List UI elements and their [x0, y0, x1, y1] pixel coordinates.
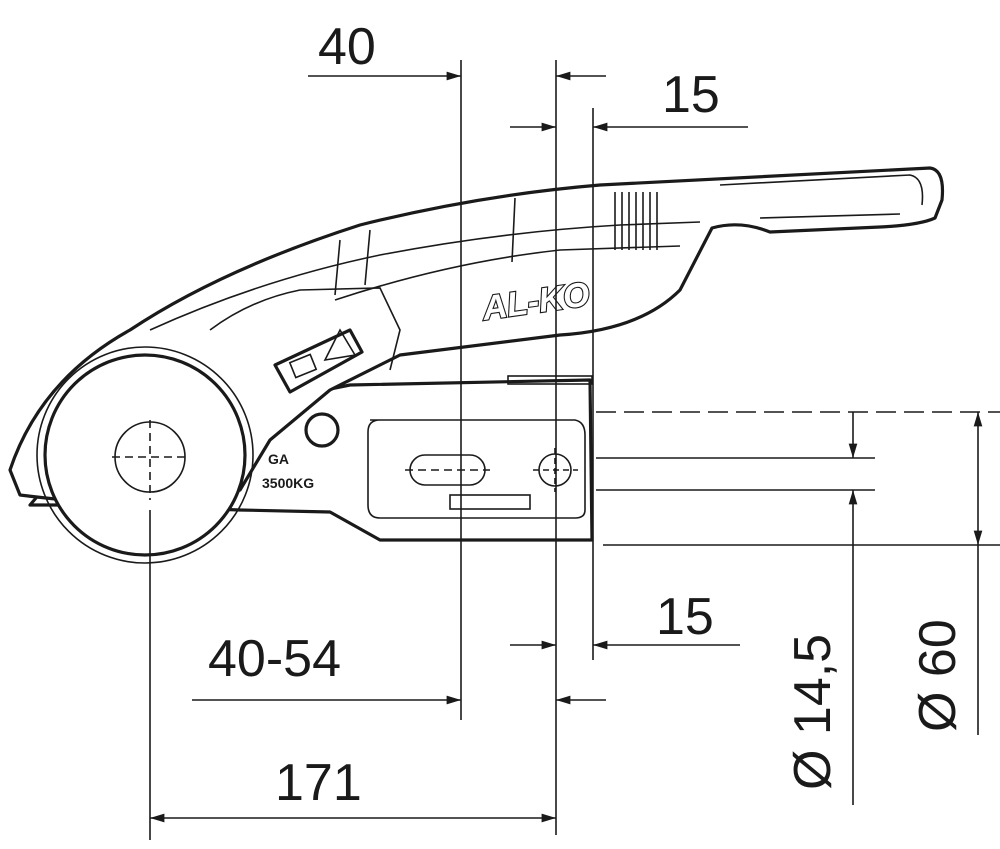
pivot-boss [304, 412, 340, 448]
dim-bottom-range-label: 40-54 [208, 630, 341, 688]
warning-label [273, 328, 364, 394]
dim-bottom-range: 40-54 [192, 630, 606, 705]
dim-top-offset-label: 15 [662, 66, 720, 124]
dim-overall-length-label: 171 [275, 754, 362, 812]
dim-bottom-offset-label: 15 [656, 588, 714, 646]
top-plate [507, 375, 593, 385]
grip-ribs [614, 192, 658, 250]
ball-socket-outer [43, 353, 247, 557]
dim-top-width: 40 [308, 18, 606, 81]
dim-tube-diameter-label: Ø 60 [909, 619, 967, 732]
dim-bore-diameter-label: Ø 14,5 [784, 634, 842, 790]
dim-tube-diameter: Ø 60 [909, 412, 983, 735]
bracket-slot [449, 494, 531, 510]
dim-top-width-label: 40 [318, 18, 376, 76]
dim-bottom-offset: 15 [510, 588, 740, 650]
dim-overall-length: 171 [150, 754, 556, 823]
slotted-hole [409, 454, 486, 486]
stamp-top: GA [268, 451, 289, 467]
stamp-bottom: 3500KG [262, 475, 314, 491]
dim-bore-diameter: Ø 14,5 [784, 412, 858, 805]
coupling-body: AL-KO GA 3500KG [8, 166, 945, 564]
extension-lines [112, 60, 1000, 840]
dim-top-offset: 15 [510, 66, 748, 132]
